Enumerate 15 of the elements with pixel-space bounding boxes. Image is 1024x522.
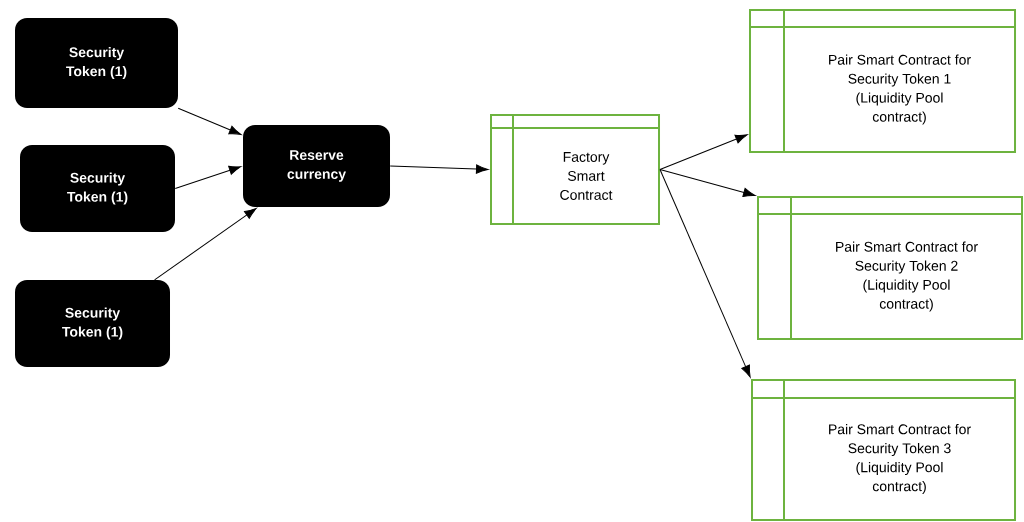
- arrow: [154, 207, 257, 281]
- contract-box: Pair Smart Contract for Security Token 2 (Liquidity Pool contract): [757, 196, 1023, 340]
- contract-box: Pair Smart Contract for Security Token 3 (Liquidity Pool contract): [751, 379, 1016, 521]
- arrow: [659, 134, 748, 170]
- arrow: [659, 169, 751, 378]
- token-box: Security Token (1): [15, 18, 178, 108]
- arrow: [659, 169, 756, 197]
- token-box: Reserve currency: [243, 125, 390, 207]
- arrow: [177, 107, 242, 135]
- contract-box: Factory Smart Contract: [490, 114, 660, 225]
- arrow: [389, 164, 489, 174]
- arrow: [174, 165, 242, 189]
- token-box: Security Token (1): [20, 145, 175, 232]
- contract-box: Pair Smart Contract for Security Token 1 (Liquidity Pool contract): [749, 9, 1016, 153]
- token-box: Security Token (1): [15, 280, 170, 367]
